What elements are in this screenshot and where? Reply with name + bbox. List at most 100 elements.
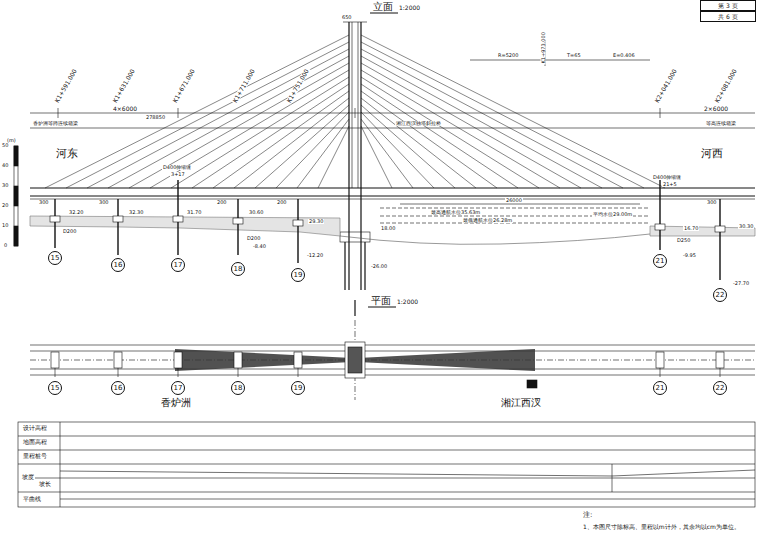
drawing-label: 香炉洲 [160, 398, 192, 408]
drawing-label: T=65 [566, 53, 582, 58]
drawing-label: 20 [1, 203, 9, 208]
drawing-label: -27.70 [732, 281, 750, 286]
drawing-label: 18.00 [380, 226, 396, 231]
callout-number: 18 [234, 385, 243, 392]
callout-number: 19 [294, 385, 303, 392]
drawing-label: 50 [1, 143, 9, 148]
drawing-label: D200 [246, 236, 261, 241]
drawing-label: K1+591.000 [53, 67, 78, 104]
pier-number: 18 [231, 381, 245, 395]
drawing-label: 地面高程 [22, 439, 48, 445]
drawing-label: 最低通航水位26.28m [462, 218, 513, 223]
pier-number: 22 [713, 288, 727, 302]
callout-number: 16 [114, 262, 123, 269]
drawing-label: -9.95 [682, 253, 697, 258]
drawing-label: 最高通航水位35.63m [430, 210, 481, 215]
drawing-label: 河东 [55, 148, 79, 159]
drawing-label: 16.70 [683, 226, 699, 231]
callout-number: 15 [51, 385, 60, 392]
drawing-label: 278850 [145, 115, 166, 120]
callout-number: 19 [294, 272, 303, 279]
drawing-label: 坡长 [38, 481, 52, 487]
callout-number: 16 [114, 385, 123, 392]
drawing-label: 设计高程 [22, 425, 48, 431]
drawing-label: 32.20 [68, 210, 84, 215]
page-cell: 共 6 页 [700, 11, 756, 22]
drawing-label: 湘江西汊独塔斜拉桥 [395, 121, 442, 126]
drawing-label: 40 [1, 163, 9, 168]
drawing-label: K1+671.000 [171, 67, 196, 104]
drawing-label: K2+041.000 [653, 67, 678, 104]
drawing-label: 3+17 [170, 172, 186, 177]
pier-number: 15 [48, 251, 62, 265]
drawing-label: 200 [216, 200, 228, 205]
drawing-label: 200 [276, 200, 288, 205]
drawing-label: 平曲线 [22, 496, 42, 502]
drawing-label: 2×6000 [703, 106, 729, 112]
drawing-label: 300 [706, 200, 718, 205]
drawing-label: 4×6000 [112, 106, 138, 112]
callout-number: 22 [716, 385, 725, 392]
drawing-label: 注: [582, 512, 593, 519]
drawing-label: 21+5 [662, 182, 678, 187]
pier-number: 18 [231, 262, 245, 276]
drawing-label: D400伸缩缝 [652, 175, 682, 180]
pier-number: 22 [713, 381, 727, 395]
drawing-label: 10 [1, 223, 9, 228]
pier-number: 19 [291, 381, 305, 395]
drawing-label: K1+973.000 [541, 31, 546, 64]
drawing-label: 29.30 [308, 219, 324, 224]
page-text: 共 6 页 [718, 14, 738, 20]
drawing-label: K1+631.000 [111, 67, 136, 104]
callout-number: 21 [656, 258, 665, 265]
drawing-label: 立面 [372, 2, 394, 12]
drawing-label: 30 [1, 183, 9, 188]
drawing-label: -12.20 [306, 253, 324, 258]
drawing-label: 湘江西汊 [500, 398, 542, 408]
pier-number: 19 [291, 268, 305, 282]
drawing-label: 650 [341, 15, 353, 20]
drawing-label: 30.60 [248, 210, 264, 215]
drawing-label: 河西 [700, 148, 724, 159]
drawing-label: 300 [98, 200, 110, 205]
pier-number: 16 [111, 381, 125, 395]
drawing-label: 1:2000 [398, 5, 421, 11]
callout-number: 21 [656, 385, 665, 392]
drawing-label: K2+081.000 [713, 67, 738, 104]
drawing-label: D400伸缩缝 [162, 165, 192, 170]
pier-number: 16 [111, 258, 125, 272]
drawing-label: 32.30 [128, 210, 144, 215]
drawing-label: 26000 [505, 198, 523, 203]
drawing-label: D200 [62, 229, 77, 234]
pier-number: 21 [653, 254, 667, 268]
drawing-label: R=5200 [497, 53, 519, 58]
page-text: 第 3 页 [718, 3, 738, 9]
drawing-label: -8.40 [252, 244, 267, 249]
drawing-label: D250 [676, 238, 691, 243]
callout-number: 22 [716, 292, 725, 299]
drawing-label: 1:2000 [396, 299, 419, 305]
pier-number: 15 [48, 381, 62, 395]
pier-number: 21 [653, 381, 667, 395]
drawing-label: 31.70 [186, 210, 202, 215]
callout-number: 15 [51, 255, 60, 262]
drawing-label: 30.30 [738, 224, 754, 229]
callout-number: 17 [174, 262, 183, 269]
drawing-label: 平均水位29.00m [592, 212, 633, 217]
drawing-label: E=0.406 [612, 53, 636, 58]
drawing-label: 里程桩号 [22, 453, 48, 459]
drawing-label: -26.00 [370, 264, 388, 269]
drawing-label: 300 [38, 200, 50, 205]
drawing-label: K1+711.000 [231, 67, 256, 104]
callout-number: 18 [234, 266, 243, 273]
drawing-label: 香炉洲等跨连续箱梁 [32, 121, 79, 126]
callout-number: 17 [174, 385, 183, 392]
drawing-label: 0 [3, 243, 8, 248]
pier-number: 17 [171, 381, 185, 395]
drawing-label: 坡度 [21, 474, 35, 480]
drawing-label: 平面 [370, 296, 392, 306]
drawing-label: 等高连续箱梁 [705, 121, 737, 126]
page-cell: 第 3 页 [700, 0, 756, 11]
drawing-label: 1、本图尺寸除标高、里程以m计外，其余均以cm为单位。 [582, 524, 741, 530]
pier-number: 17 [171, 258, 185, 272]
